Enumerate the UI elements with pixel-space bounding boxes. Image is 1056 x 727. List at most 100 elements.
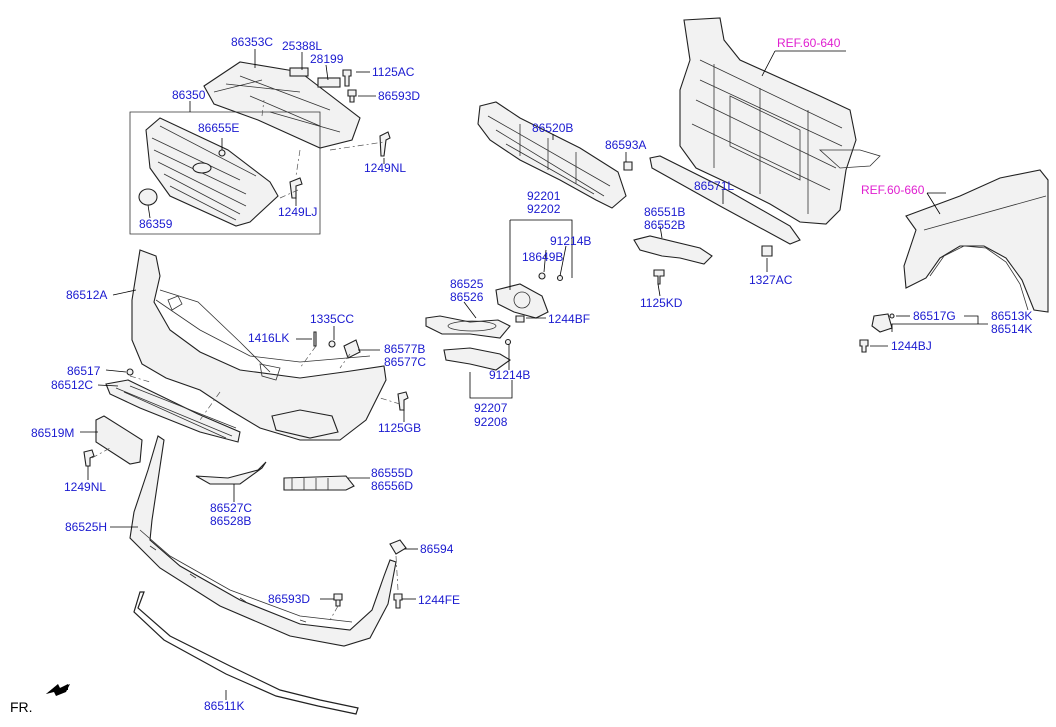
ref-label-60-660: REF.60-660 <box>861 183 925 197</box>
bolt-1244FE <box>393 593 403 609</box>
license-plate-bracket <box>95 415 143 465</box>
screw-1244BF <box>515 315 525 323</box>
label-86353C: 86353C <box>231 35 273 49</box>
grille-cover-panel <box>203 61 361 149</box>
bulb-18649B <box>538 272 546 280</box>
member-86571L <box>649 155 801 245</box>
label-1244FE: 1244FE <box>418 593 460 607</box>
label-1327AC: 1327AC <box>749 273 793 287</box>
label-86525: 86525 <box>450 277 484 291</box>
label-86552B: 86552B <box>644 218 685 232</box>
clip-86593D-top <box>347 89 357 103</box>
front-end-carrier <box>679 17 857 225</box>
label-86514K: 86514K <box>991 322 1032 336</box>
screw-1125GB <box>397 391 409 411</box>
label-86527C: 86527C <box>210 501 252 515</box>
side-bracket-86555D <box>283 475 355 491</box>
front-bumper-cover <box>131 249 387 441</box>
label-92201: 92201 <box>527 189 561 203</box>
label-86577C: 86577C <box>384 355 426 369</box>
label-92202: 92202 <box>527 202 561 216</box>
label-91214B-bottom: 91214B <box>489 368 530 382</box>
screw-1249LJ <box>289 177 303 199</box>
label-1249NL-bottom: 1249NL <box>64 480 106 494</box>
daytime-lamp-92207 <box>443 347 512 371</box>
label-1244BJ: 1244BJ <box>891 339 932 353</box>
bolt-1125AC <box>342 69 352 87</box>
label-18649B: 18649B <box>522 250 563 264</box>
bolt-1125KD <box>653 269 665 285</box>
label-1335CC: 1335CC <box>310 312 354 326</box>
fog-lamp-bezel-86525 <box>425 315 511 339</box>
screw-91214B-top <box>556 274 564 282</box>
bracket-86513K <box>871 313 893 333</box>
label-86593A: 86593A <box>605 138 646 152</box>
label-86593D-bottom: 86593D <box>268 592 310 606</box>
label-92208: 92208 <box>474 415 508 429</box>
bolt-1244BJ <box>859 339 869 353</box>
label-86577B: 86577B <box>384 342 425 356</box>
label-86593D-top: 86593D <box>378 89 420 103</box>
ref-label-60-640: REF.60-640 <box>777 36 841 50</box>
emblem-86359 <box>138 188 158 206</box>
label-86520B: 86520B <box>532 121 573 135</box>
leader-lines <box>80 49 988 700</box>
screw-1249NL-top <box>379 131 391 157</box>
clip-86593D-bottom <box>333 593 343 607</box>
label-86525H: 86525H <box>65 520 107 534</box>
garnish-strip <box>195 461 267 485</box>
fender-panel <box>903 169 1049 313</box>
label-1125GB: 1125GB <box>378 421 421 435</box>
label-86519M: 86519M <box>31 426 74 440</box>
label-86517: 86517 <box>67 364 101 378</box>
label-1125AC: 1125AC <box>372 65 415 79</box>
screw-1249NL-bottom <box>83 449 95 467</box>
label-1125KD: 1125KD <box>640 296 683 310</box>
front-direction-indicator: FR. <box>10 684 70 715</box>
label-86512C: 86512C <box>51 378 93 392</box>
label-86528B: 86528B <box>210 514 251 528</box>
label-1416LK: 1416LK <box>248 331 289 345</box>
label-86594: 86594 <box>420 542 454 556</box>
clip-86593A <box>623 161 633 171</box>
bracket-86594 <box>389 539 407 555</box>
fog-lamp-bezel-hole <box>271 409 339 439</box>
label-28199: 28199 <box>310 52 344 66</box>
label-86655E: 86655E <box>198 121 239 135</box>
label-86350: 86350 <box>172 88 206 102</box>
label-86571L: 86571L <box>694 179 734 193</box>
clip-1335CC <box>328 340 336 348</box>
label-92207: 92207 <box>474 401 508 415</box>
bracket-86551B <box>633 235 713 265</box>
nut-1327AC <box>761 245 773 257</box>
label-86526: 86526 <box>450 290 484 304</box>
clip-86517 <box>126 368 134 376</box>
bracket-86577B <box>343 339 361 359</box>
label-25388L: 25388L <box>282 39 322 53</box>
label-86512A: 86512A <box>66 288 107 302</box>
label-86517G: 86517G <box>913 309 956 323</box>
label-91214B-top: 91214B <box>550 234 591 248</box>
front-lip-86511K <box>133 591 359 715</box>
grille-box-frame <box>129 111 321 235</box>
part-labels: 86353C 25388L 28199 1125AC 86593D 86350 … <box>31 35 1032 713</box>
lower-bumper-skid-86525H <box>129 435 397 647</box>
lower-grille <box>105 379 241 443</box>
fog-lamp-92201 <box>495 283 549 319</box>
label-1249NL-top: 1249NL <box>364 161 406 175</box>
label-sticker-25388L <box>289 67 309 77</box>
clip-86655E <box>218 149 226 157</box>
label-86513K: 86513K <box>991 309 1032 323</box>
label-sticker-28199 <box>317 77 341 88</box>
radiator-grille <box>145 117 279 227</box>
label-86551B: 86551B <box>644 205 685 219</box>
energy-absorber-86520B <box>477 101 627 209</box>
clip-86517G <box>889 313 895 319</box>
label-86555D: 86555D <box>371 466 413 480</box>
label-86511K: 86511K <box>204 699 244 713</box>
label-86556D: 86556D <box>371 479 413 493</box>
pin-1416LK <box>313 331 317 347</box>
screw-91214B-bottom <box>504 338 512 346</box>
